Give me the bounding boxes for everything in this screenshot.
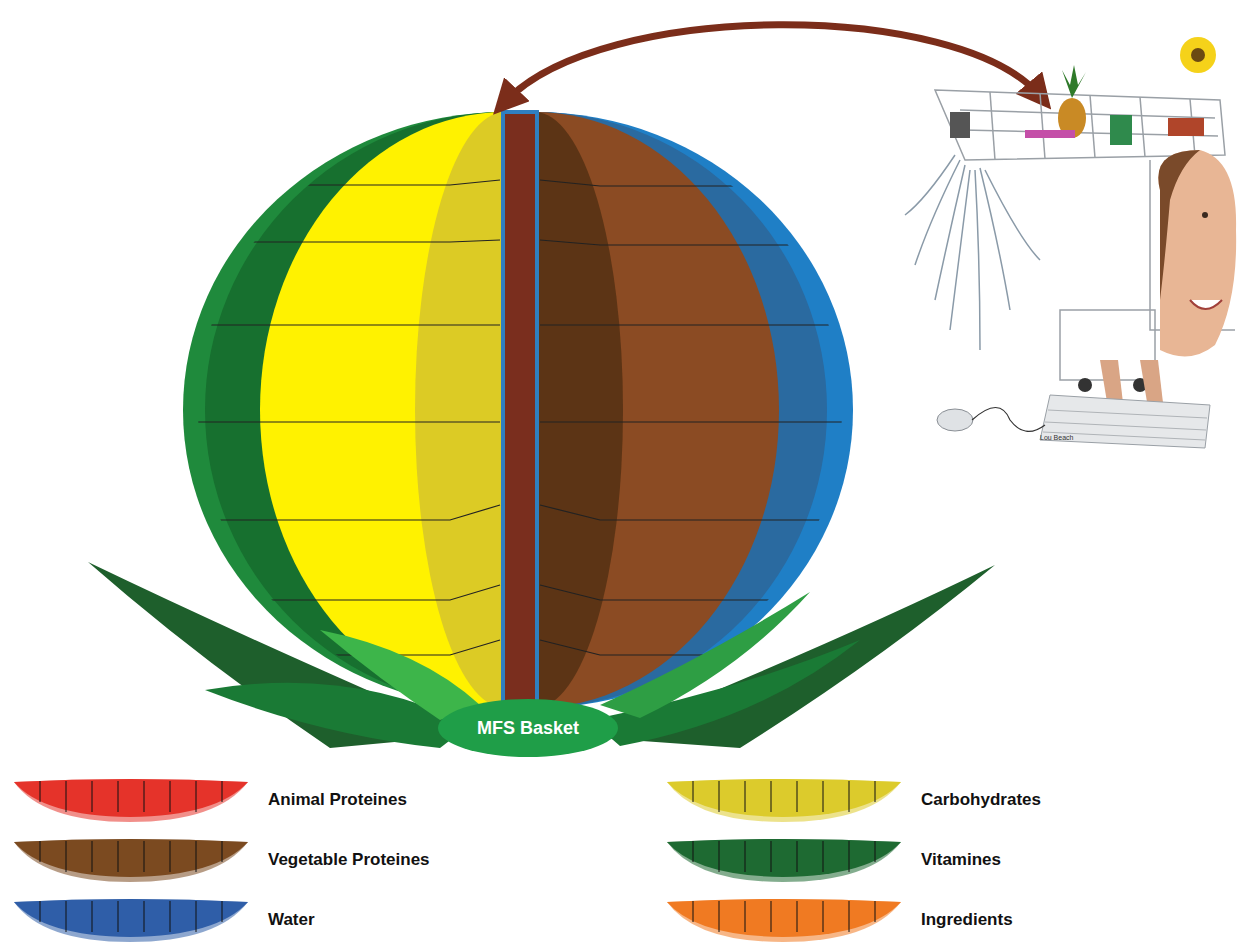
legend-swatch: [12, 776, 252, 824]
legend-label: Animal Proteines: [268, 790, 407, 810]
globe: [183, 112, 860, 708]
legend-label: Ingredients: [921, 910, 1013, 930]
legend-entry: Vegetable Proteines: [12, 836, 532, 884]
legend-label: Carbohydrates: [921, 790, 1041, 810]
node-label: MFS Basket: [477, 718, 579, 739]
legend-swatch: [665, 896, 905, 944]
artist-signature: Lou Beach: [1040, 434, 1073, 441]
collage: [905, 37, 1236, 448]
legend-swatch: [665, 836, 905, 884]
legend-swatch: [12, 896, 252, 944]
legend-entry: Animal Proteines: [12, 776, 532, 824]
legend-label: Vegetable Proteines: [268, 850, 430, 870]
legend-entry: Vitamines: [665, 836, 1185, 884]
legend-entry: Carbohydrates: [665, 776, 1185, 824]
legend-label: Vitamines: [921, 850, 1001, 870]
legend-swatch: [12, 836, 252, 884]
legend-entry: Ingredients: [665, 896, 1185, 944]
legend-entry: Water: [12, 896, 532, 944]
legend-label: Water: [268, 910, 315, 930]
legend-swatch: [665, 776, 905, 824]
leaves: [88, 562, 995, 748]
basket-ellipse: MFS Basket: [438, 699, 618, 757]
